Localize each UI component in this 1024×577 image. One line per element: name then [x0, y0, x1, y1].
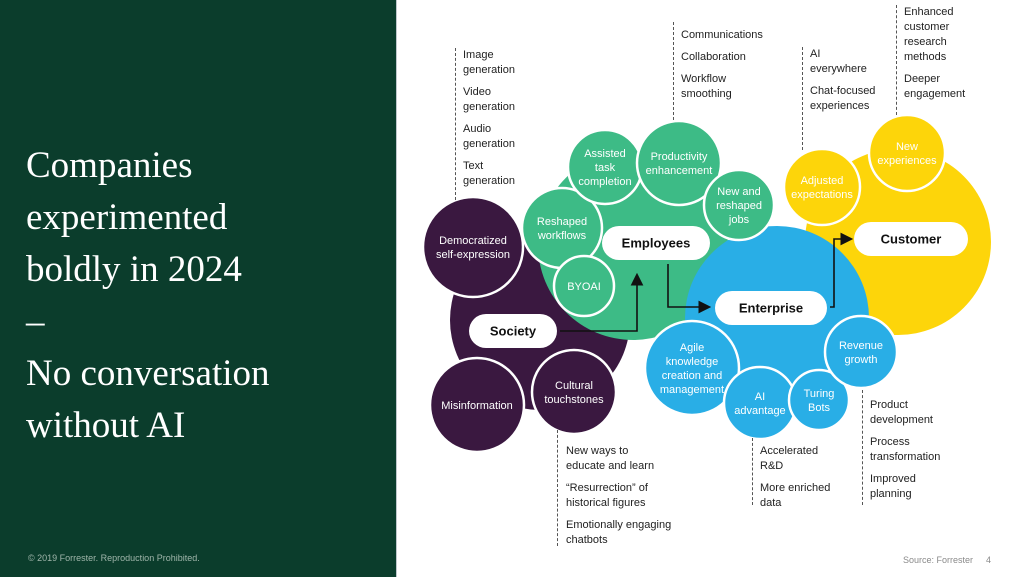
title-panel: Companies experimented boldly in 2024 – … [0, 0, 396, 577]
turing-bubble [787, 368, 851, 432]
employees-top-leader-line [673, 22, 674, 120]
headline-line: – [26, 301, 45, 342]
enterprise-hub-pill [715, 291, 827, 325]
note-item: Emotionally engaging chatbots [566, 519, 672, 546]
cultural-bottom-leader-line [557, 430, 558, 546]
democratized-bubble [421, 195, 525, 299]
employees-to-enterprise-arrow [667, 264, 712, 314]
note-item: Enhanced customer research methods [904, 6, 954, 63]
employees-hub-pill [602, 226, 710, 260]
cultural-bubble [530, 348, 618, 436]
headline-line: boldly in 2024 [26, 249, 242, 290]
note-item: Image generation [463, 49, 515, 76]
ai-advantage-bubble [722, 365, 798, 441]
headline-line: Companies [26, 145, 193, 186]
byoai-label: BYOAI [567, 281, 601, 293]
society-hub-label: Society [490, 324, 537, 339]
content-panel [396, 0, 1023, 577]
note-item: “Resurrection” of historical figures [566, 482, 648, 509]
page-number: 4 [986, 555, 992, 565]
society-to-employees-arrow [560, 272, 644, 332]
agile-bubble [643, 319, 741, 417]
note-item: Audio generation [463, 123, 515, 150]
new-experiences-bubble [867, 113, 947, 193]
adjusted-top-leader-line [802, 47, 803, 150]
misinformation-bubble [428, 356, 526, 454]
cultural-bottom-notes: New ways to educate and learn “Resurrecti… [566, 444, 671, 555]
note-item: AI everywhere [810, 48, 867, 75]
note-item: Accelerated R&D [760, 445, 819, 472]
note-item: Improved planning [870, 473, 916, 500]
revenue-bottom-leader-line [862, 390, 863, 505]
enterprise-to-customer-arrow [830, 232, 854, 308]
slide-headline: Companies experimented boldly in 2024 – … [26, 140, 386, 452]
employees-hub-label: Employees [622, 236, 691, 251]
society-hub-pill [469, 314, 557, 348]
customer-hub-pill [854, 222, 968, 256]
society-top-leader-line [455, 48, 456, 200]
source-note: Source: Forrester [903, 555, 974, 565]
enterprise-hub-label: Enterprise [739, 301, 803, 316]
note-item: Text generation [463, 160, 515, 187]
note-item: New ways to educate and learn [566, 445, 655, 472]
productivity-bubble [635, 119, 723, 207]
note-item: Workflow smoothing [681, 73, 732, 100]
note-item: More enriched data [760, 482, 831, 509]
new-jobs-bubble [702, 168, 776, 242]
ai-bottom-leader-line [752, 438, 753, 505]
revenue-bubble [823, 314, 899, 390]
headline-line: No conversation [26, 353, 270, 394]
byoai-bubble [552, 254, 616, 318]
note-item: Process transformation [870, 436, 941, 463]
note-item: Product development [870, 399, 933, 426]
adjusted-bubble [782, 147, 862, 227]
customer-top-leader-line [896, 5, 897, 115]
note-item: Chat-focused experiences [810, 85, 876, 112]
ai-bottom-notes: Accelerated R&D More enriched data [760, 444, 830, 518]
note-item: Communications [681, 29, 763, 41]
note-item: Video generation [463, 86, 515, 113]
note-item: Deeper engagement [904, 73, 966, 100]
misinformation-label: Misinformation [441, 400, 513, 412]
customer-hub-label: Customer [881, 232, 942, 247]
note-item: Collaboration [681, 51, 746, 63]
headline-line: experimented [26, 197, 228, 238]
copyright-notice: © 2019 Forrester. Reproduction Prohibite… [28, 553, 200, 563]
headline-line: without AI [26, 405, 186, 446]
